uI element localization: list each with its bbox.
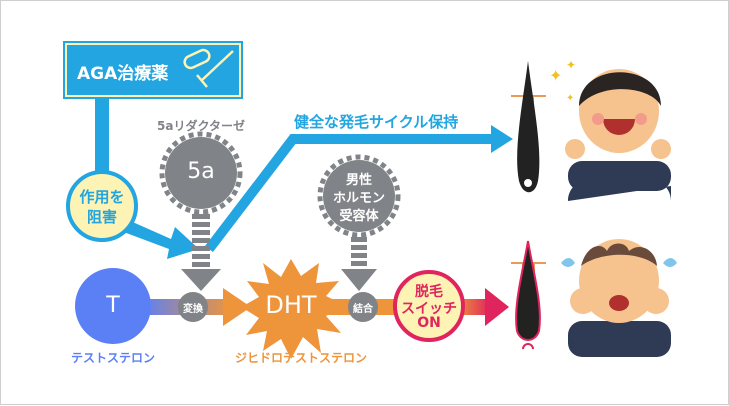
svg-text:✦: ✦ — [566, 58, 576, 72]
inhibit-arrow — [121, 219, 199, 259]
bind-label: 結合 — [353, 304, 373, 315]
enzyme-caption: 5aリダクターゼ — [157, 119, 245, 133]
convert-circle — [178, 292, 208, 322]
switch-label-line1: 脱毛 — [415, 284, 443, 300]
crying-man-illustration — [561, 239, 677, 357]
switch-label-line2: スイッチ — [401, 301, 457, 317]
inhibit-label-line1: 作用を — [79, 188, 125, 206]
receptor-label-line3: 受容体 — [339, 209, 379, 224]
bind-circle — [348, 292, 378, 322]
enzyme-label: 5a — [187, 159, 215, 184]
svg-text:✦: ✦ — [566, 93, 574, 104]
receptor-label-line2: ホルモン — [332, 191, 385, 206]
hair-loss-switch-circle — [393, 270, 465, 342]
enzyme-gear — [159, 131, 243, 291]
switch-label-line3: ON — [417, 315, 441, 331]
inhibit-circle — [66, 170, 138, 242]
receptor-gear — [317, 154, 401, 291]
testosterone-caption: テストステロン — [70, 351, 155, 365]
svg-text:✦: ✦ — [549, 66, 562, 85]
testosterone-circle — [75, 268, 151, 344]
receptor-label-line1: 男性 — [345, 173, 372, 188]
dht-label: DHT — [265, 291, 317, 319]
testosterone-label: T — [106, 293, 120, 318]
dht-splash — [241, 259, 346, 359]
convert-arrowhead — [223, 288, 251, 326]
dht-caption: ジヒドロテストステロン — [234, 351, 367, 365]
happy-man-illustration: ✦ ✦ ✦ — [549, 58, 671, 201]
healthy-hair-icon — [511, 61, 546, 193]
hair-loss-arrowhead — [485, 288, 509, 326]
inhibit-connector — [95, 99, 109, 179]
pill-syringe-icon — [183, 48, 234, 88]
healthy-cycle-label: 健全な発毛サイクル保持 — [294, 113, 459, 131]
aga-treatment-label: AGA治療薬 — [77, 64, 169, 84]
convert-label: 変換 — [183, 304, 203, 315]
thinning-hair-icon — [511, 240, 546, 350]
healthy-arrowhead — [491, 125, 513, 153]
healthy-path — [205, 134, 493, 253]
inhibit-label-line2: 阻害 — [86, 208, 117, 226]
